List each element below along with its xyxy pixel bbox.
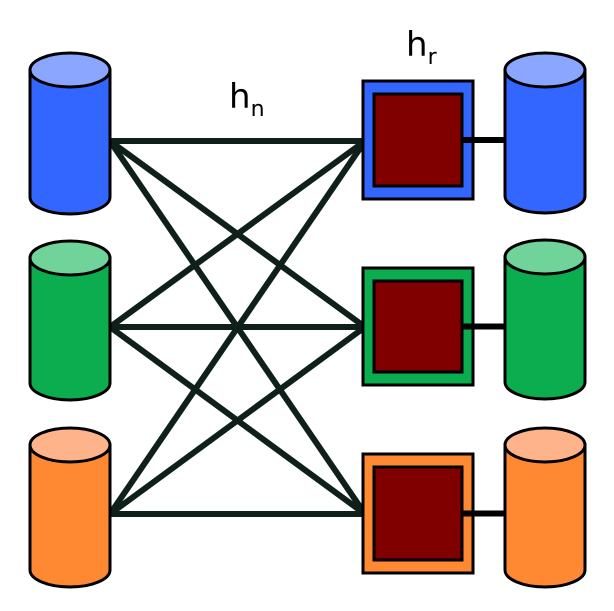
relay-box-blue	[361, 79, 475, 201]
relay-box-green	[361, 266, 475, 387]
left-cylinder-blue	[28, 51, 112, 216]
link-orange-to-blue	[107, 138, 368, 517]
right-cylinder-orange	[503, 426, 587, 589]
left-cylinder-blue-body	[28, 68, 112, 216]
relay-box-core	[372, 279, 464, 374]
left-cylinder-green-body	[28, 256, 112, 402]
right-cylinder-blue-body	[503, 68, 587, 215]
link-label: hn	[229, 77, 265, 122]
left-cylinders	[28, 51, 112, 589]
link-green-to-blue	[107, 138, 368, 330]
left-cylinder-orange-top	[28, 426, 112, 464]
relay-label-main: h	[406, 25, 428, 65]
link-lines	[107, 138, 368, 517]
left-cylinder-green	[28, 239, 112, 402]
link-orange-to-green	[107, 324, 368, 517]
relay-label-sub: r	[428, 45, 438, 70]
right-cylinder-green-body	[503, 255, 587, 401]
left-cylinder-orange	[28, 426, 112, 589]
relay-box-orange	[361, 452, 475, 575]
right-cylinder-green	[503, 238, 587, 401]
relay-boxes	[361, 79, 475, 575]
relay-box-core	[372, 465, 464, 562]
link-label-main: h	[229, 77, 251, 117]
right-cylinder-blue-top	[503, 51, 587, 89]
right-cylinder-orange-top	[503, 426, 587, 464]
relay-box-core	[372, 92, 464, 188]
left-cylinder-orange-body	[28, 443, 112, 589]
left-cylinder-green-top	[28, 239, 112, 277]
left-cylinder-blue-top	[28, 51, 112, 89]
right-cylinder-blue	[503, 51, 587, 215]
right-cylinders	[503, 51, 587, 589]
right-cylinder-orange-body	[503, 443, 587, 589]
right-cylinder-green-top	[503, 238, 587, 276]
link-label-sub: n	[251, 97, 265, 122]
relay-label: hr	[406, 25, 438, 70]
